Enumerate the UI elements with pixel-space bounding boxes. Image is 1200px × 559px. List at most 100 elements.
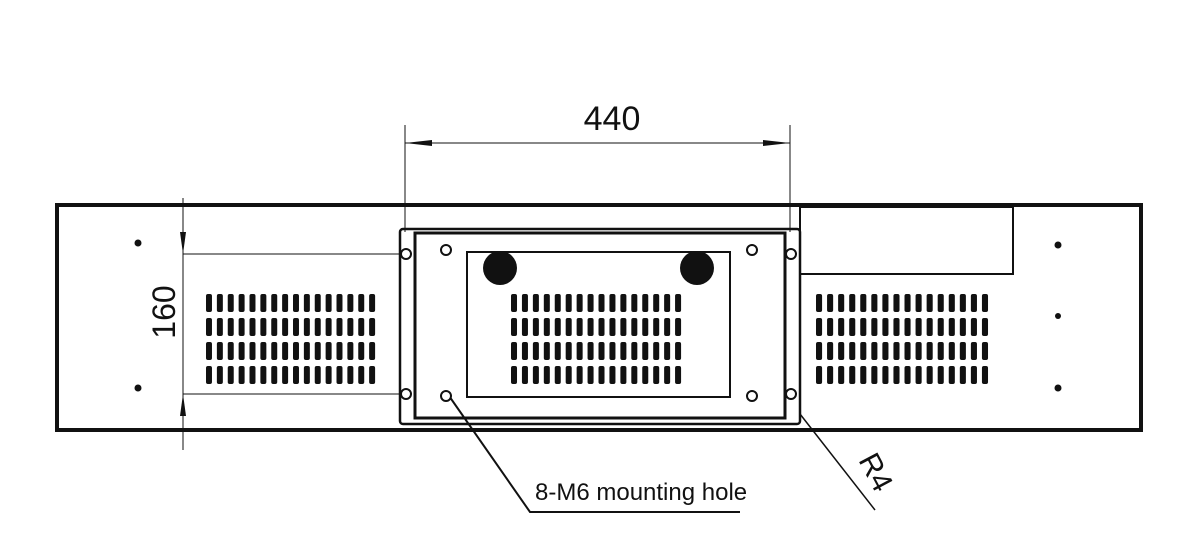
vent-slot [860,318,867,336]
vent-slot [576,366,583,384]
vent-slot [827,342,834,360]
vent-slot [271,366,278,384]
vent-slot [293,318,299,336]
vent-slot [325,294,332,312]
vent-slot [543,294,550,312]
vent-slot [915,294,922,312]
vent-slot [314,318,321,336]
vent-slot [620,318,627,336]
vent-slot [216,366,223,384]
vent-slot [609,318,616,336]
vent-slot [904,294,911,312]
screw-dot [1054,241,1062,249]
screw-dot [134,384,142,392]
vent-slot [948,318,955,336]
vent-slot [816,342,823,360]
vent-slot [260,366,267,384]
arrow-right-icon [763,140,790,146]
vent-slot [325,366,332,384]
vent-slot [576,294,583,312]
vent-slot [216,342,223,360]
vent-slot [260,294,267,312]
vent-slot [282,318,289,336]
vent-slot [816,366,823,384]
vent-slot [849,366,856,384]
vent-slot [631,342,638,360]
vent-slot [532,366,539,384]
vent-slot [642,366,649,384]
vent-slot [664,294,671,312]
vent-slot [937,366,944,384]
vent-slot [816,294,823,312]
vent-slot [959,342,966,360]
vent-slot [948,342,955,360]
vent-slot [282,366,289,384]
vent-slot [587,318,594,336]
vent-slot [521,366,528,384]
vent-slot [565,318,572,336]
vent-slot [926,342,933,360]
vent-slot [959,366,966,384]
vent-slot [893,366,900,384]
vent-slot [970,366,977,384]
vent-slot [511,294,518,312]
vent-slot [871,294,878,312]
vent-slot [293,342,299,360]
vent-slot [282,294,289,312]
vent-slot [293,366,299,384]
vent-slot [981,342,989,360]
vent-slot [620,294,627,312]
mounting-hole-icon [746,390,758,402]
vent-slot [271,318,278,336]
vent-slot [358,366,365,384]
vent-slot [937,342,944,360]
vent-slot [598,366,605,384]
right-side-box [799,206,1014,275]
vent-slot [631,366,638,384]
vent-slot [303,294,310,312]
vent-slot [576,342,583,360]
vent-slot [521,318,528,336]
vent-slot [926,366,933,384]
vent-slot [369,342,376,360]
vent-slot [948,294,955,312]
vent-slot [598,318,605,336]
vent-slot [981,294,989,312]
mounting-hole-icon [746,244,758,256]
vent-slot [904,366,911,384]
hole-leader-line [446,392,740,513]
vent-slot [206,318,212,336]
dimension-height-label: 160 [146,285,182,338]
vent-slot [653,342,660,360]
vent-slot [216,294,223,312]
vent-slot [959,294,966,312]
vent-slot [981,366,989,384]
vent-slot [249,366,256,384]
vent-slot [238,318,245,336]
vent-slot [838,366,845,384]
vent-slot [336,294,343,312]
mounting-plate [413,231,787,420]
vent-slot [860,366,867,384]
vent-slot [937,294,944,312]
vent-slot [314,342,321,360]
vent-slot [827,294,834,312]
vent-slot [260,342,267,360]
vent-slot [271,294,278,312]
vent-slot [543,366,550,384]
vent-slot [609,366,616,384]
screw-dot [1054,384,1062,392]
mounting-hole-icon [440,244,452,256]
vent-slot [816,318,823,336]
mounting-hole-callout: 8-M6 mounting hole [535,479,747,506]
vent-slot [838,294,845,312]
vent-slot [227,318,234,336]
vent-slot [227,294,234,312]
vent-slot [206,342,212,360]
vent-slot [314,294,321,312]
vent-slot [532,294,539,312]
vent-slot [882,294,889,312]
vent-slot [609,342,616,360]
vent-slot [959,318,966,336]
